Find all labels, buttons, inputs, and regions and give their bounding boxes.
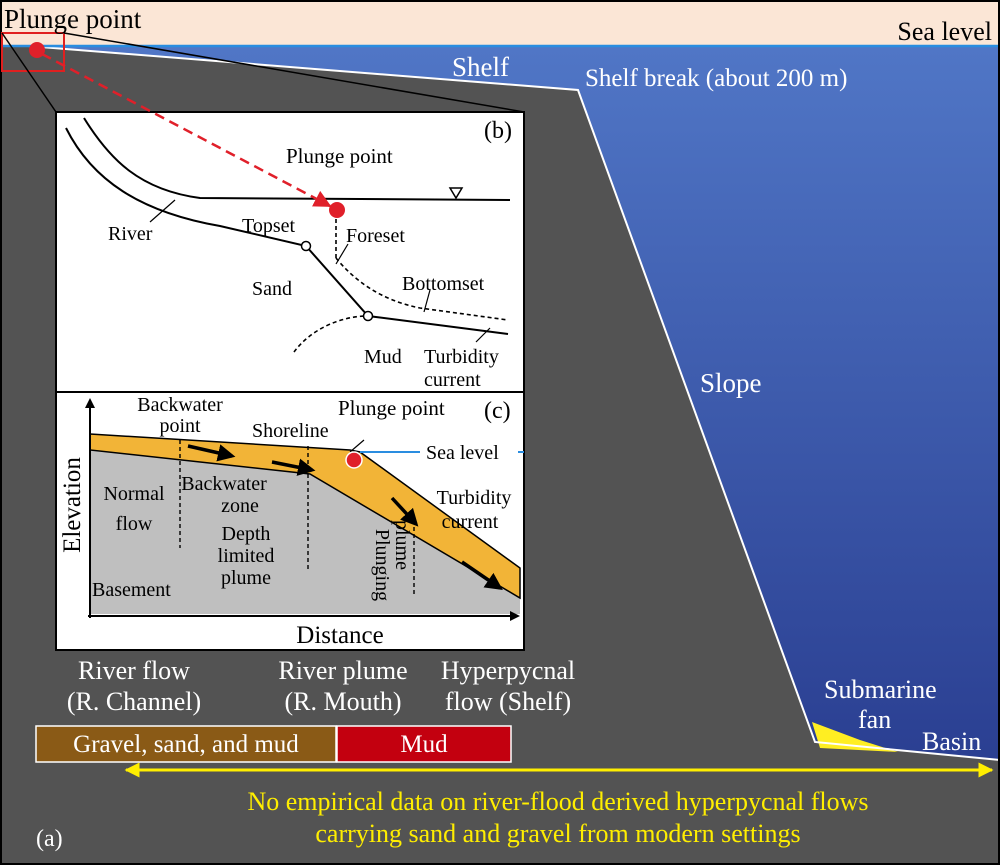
slope-label: Slope: [700, 368, 762, 398]
river-plume-label: River plume: [278, 656, 407, 685]
inset-locator-box: [1, 32, 65, 72]
flow-zone-labels: River flow (R. Channel) River plume (R. …: [35, 656, 575, 763]
panel-b-frame: [55, 111, 525, 393]
panel-a-label: (a): [36, 826, 63, 852]
basement-label: Basement: [92, 579, 171, 601]
mud-label: Mud: [364, 346, 402, 368]
bottomset-leader: [423, 289, 431, 313]
depth-limited-plume-label: plume: [221, 567, 271, 589]
water-level-symbol: [448, 187, 464, 200]
gravel-sand-mud-label: Gravel, sand, and mud: [73, 731, 299, 758]
inset-leader-line: [1, 32, 57, 113]
bottomset-break-circle: [362, 310, 374, 322]
mud-label: Mud: [400, 731, 448, 758]
shelf-break-label: Shelf break (about 200 m): [585, 65, 847, 92]
sand-label: Sand: [252, 278, 292, 300]
flow-arrow: [271, 458, 316, 476]
topset-break-circle: [300, 240, 312, 252]
plunge-point-label: Plunge point: [286, 144, 393, 168]
shoreline-label: Shoreline: [252, 420, 329, 442]
panel-c: (c) Backwater point Plunge point Shoreli…: [55, 391, 525, 651]
river-label: River: [108, 223, 153, 245]
flow-arrow: [461, 560, 503, 590]
topset-label: Topset: [242, 215, 295, 237]
depth-limited-plume-label: Depth: [222, 523, 271, 545]
river-bed: [65, 127, 509, 335]
sea-level-label: Sea level: [426, 442, 499, 464]
plunge-point-leader: [349, 439, 365, 453]
normal-flow-label: flow: [116, 513, 153, 535]
mud-box: [336, 725, 512, 763]
river-flow-label: River flow: [78, 656, 190, 685]
river-bank-upper: [83, 117, 511, 201]
plunge-point-label: Plunge point: [338, 396, 445, 420]
y-axis-label: Elevation: [59, 457, 86, 553]
plunge-point-label: Plunge point: [4, 4, 142, 34]
plunge-point-marker: [345, 451, 363, 469]
shelf-label: Shelf: [452, 52, 509, 82]
plunging-plume-label: plume: [391, 520, 413, 570]
plunge-point-marker: [29, 42, 45, 58]
submarine-fan-label: fan: [858, 705, 891, 734]
sand-mud-boundary: [293, 315, 369, 353]
foreset-leader: [335, 243, 349, 265]
sea-level-label: Sea level: [897, 17, 992, 46]
flow-arrow: [187, 444, 236, 462]
backwater-zone-label: zone: [221, 495, 259, 517]
panel-b: (b) Plunge point River Topset Foreset Sa…: [41, 52, 525, 393]
no-data-note-line2: carrying sand and gravel from modern set…: [315, 819, 800, 848]
turbidity-current-label: current: [442, 511, 499, 533]
bottomset-label: Bottomset: [402, 273, 485, 295]
no-data-note-line1: No empirical data on river-flood derived…: [247, 787, 868, 816]
basin-label: Basin: [922, 727, 981, 756]
flow-arrow: [390, 496, 419, 527]
hyperpycnal-flow-label: flow (Shelf): [445, 687, 571, 716]
panel-b-label: (b): [484, 118, 512, 144]
depth-limited-plume-label: limited: [218, 545, 275, 567]
x-axis-label: Distance: [296, 622, 383, 649]
river-flow-label: (R. Channel): [67, 687, 201, 716]
bottomset-boundary: [335, 257, 509, 321]
sky-band: [0, 0, 1000, 46]
panel-c-label: (c): [484, 398, 511, 424]
turbidity-current-label: current: [424, 369, 481, 391]
backwater-point-label: point: [159, 415, 201, 437]
inset-leader-line: [63, 32, 525, 113]
plunge-point-marker: [329, 202, 345, 218]
gravel-sand-mud-box: [35, 725, 337, 763]
plunging-plume-label: Plunging: [371, 529, 393, 601]
hyperpycnal-flow-label: Hyperpycnal: [441, 656, 575, 685]
backwater-point-label: Backwater: [137, 394, 223, 416]
turbidity-leader: [475, 327, 491, 343]
submarine-fan-label: Submarine: [824, 675, 937, 704]
seafloor-outline: [27, 45, 1000, 761]
turbidity-current-label: Turbidity: [437, 487, 512, 509]
plunge-point-link-arrow: [41, 52, 332, 208]
foreset-label: Foreset: [346, 225, 405, 247]
turbidity-current-label: Turbidity: [424, 346, 499, 368]
backwater-zone-label: Backwater: [181, 473, 267, 495]
basement: [90, 450, 520, 614]
river-plume-label: (R. Mouth): [285, 687, 402, 716]
river-leader: [149, 199, 176, 223]
normal-flow-label: Normal: [103, 483, 165, 505]
